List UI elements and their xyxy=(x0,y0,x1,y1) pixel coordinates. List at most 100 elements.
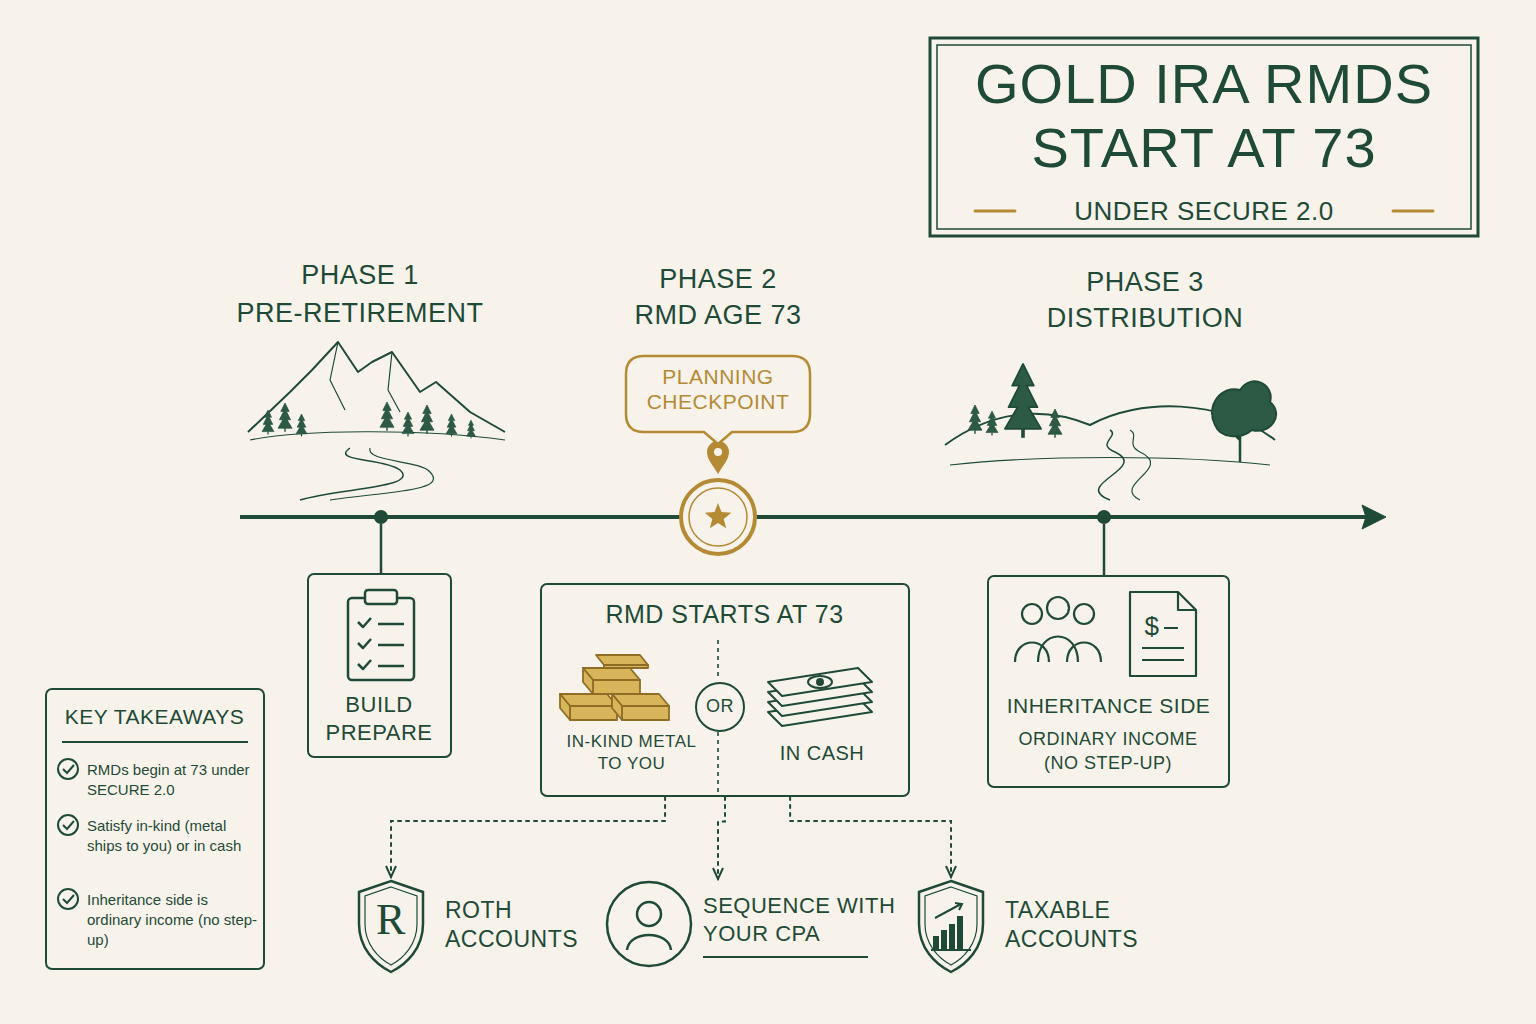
gold-bars-icon xyxy=(560,655,669,720)
account-shield: TAXABLE ACCOUNTS xyxy=(915,878,1150,978)
step-box: INHERITANCE SIDEORDINARY INCOME (NO STEP… xyxy=(987,575,1230,788)
step-box: BUILD PREPARE xyxy=(307,573,452,758)
bar-chart-icon xyxy=(957,916,963,950)
timeline-axis xyxy=(380,524,383,573)
gold-bars-icon xyxy=(622,706,669,720)
mountain-landscape xyxy=(300,448,403,500)
mountain-landscape xyxy=(446,414,457,437)
underline xyxy=(703,956,868,958)
gold-dash xyxy=(1393,210,1433,213)
people-icon xyxy=(1022,604,1042,624)
bar-chart-icon xyxy=(931,903,971,950)
bubble-outline xyxy=(626,356,810,444)
milestone-star xyxy=(681,480,755,554)
phase-name: RMD AGE 73 xyxy=(558,299,878,333)
clipboard-icon xyxy=(348,598,414,680)
callout-bubble: PLANNING CHECKPOINT xyxy=(622,352,814,447)
gold-dash xyxy=(975,210,1015,213)
mountain-landscape xyxy=(278,403,292,432)
gold-bars-icon xyxy=(593,680,640,694)
underline xyxy=(703,956,868,958)
location-pin xyxy=(714,448,722,456)
takeaways-rule xyxy=(62,741,248,743)
node-body: RMDs begin at 73 under SECURE 2.0 xyxy=(87,760,259,800)
timeline-axis xyxy=(374,510,388,524)
forest-landscape xyxy=(968,405,982,434)
node-heading: BUILD PREPARE xyxy=(309,691,449,746)
cash-stack-icon xyxy=(808,676,832,688)
timeline-axis xyxy=(240,515,1372,519)
dotted-connector xyxy=(718,797,725,879)
check-icon xyxy=(63,895,74,903)
person-icon xyxy=(627,935,671,950)
check-icon xyxy=(58,889,78,909)
node-body: ROTH ACCOUNTS xyxy=(445,896,585,954)
takeaways-box: KEY TAKEAWAYS RMDs begin at 73 under SECU… xyxy=(45,688,265,970)
gold-bars-icon xyxy=(596,655,648,665)
shield-inner xyxy=(925,887,977,965)
split-line xyxy=(717,732,719,795)
timeline-axis xyxy=(240,505,1386,575)
mountain-landscape xyxy=(330,448,434,500)
milestone-star xyxy=(689,488,747,546)
check-icon xyxy=(58,759,78,779)
check-icon xyxy=(58,759,78,909)
mountain-landscape xyxy=(380,402,394,431)
phase-number: PHASE 1 xyxy=(200,259,520,293)
people-icon xyxy=(1067,643,1101,663)
gold-bars-icon xyxy=(604,665,648,668)
mountain-landscape xyxy=(402,412,414,437)
phase-number: PHASE 2 xyxy=(558,263,878,297)
milestone-star xyxy=(705,503,732,528)
mountain-landscape xyxy=(248,342,505,432)
milestone-star xyxy=(681,480,755,554)
clipboard-icon xyxy=(365,590,397,604)
node-heading: SEQUENCE WITH YOUR CPA xyxy=(703,892,898,947)
node-body: IN CASH xyxy=(752,741,892,766)
node-heading: INHERITANCE SIDE xyxy=(991,693,1226,719)
node-heading: PLANNING CHECKPOINT xyxy=(638,364,798,414)
advisor-circle: SEQUENCE WITH YOUR CPA xyxy=(605,880,900,972)
timeline-axis xyxy=(1103,524,1106,575)
advisor-outline xyxy=(607,882,691,966)
forest-landscape xyxy=(1130,430,1151,500)
location-pin xyxy=(707,441,729,474)
cash-stack-icon xyxy=(768,668,872,696)
node-body: Satisfy in-kind (metal ships to you) or … xyxy=(87,816,259,856)
diagram-title: GOLD IRA RMDS START AT 73 xyxy=(935,52,1473,181)
mountain-landscape xyxy=(248,342,505,500)
currency-sign: $ xyxy=(1140,610,1164,643)
check-icon xyxy=(63,821,74,829)
phase-name: DISTRIBUTION xyxy=(985,302,1305,336)
document-icon xyxy=(1178,592,1196,610)
bar-chart-icon xyxy=(941,930,947,950)
dotted-connector xyxy=(790,797,951,877)
or-circle: OR xyxy=(695,682,745,732)
title-frame xyxy=(930,38,1478,236)
clipboard-icon xyxy=(348,590,414,680)
gold-bars-icon xyxy=(560,694,570,720)
node-heading: RMD STARTS AT 73 xyxy=(542,599,907,630)
bar-chart-icon xyxy=(949,924,955,950)
phase-number: PHASE 3 xyxy=(985,266,1305,300)
mountain-landscape xyxy=(330,342,400,412)
people-icon xyxy=(1074,604,1094,624)
mountain-landscape xyxy=(296,414,307,437)
mountain-landscape xyxy=(467,420,476,438)
forest-landscape xyxy=(945,364,1276,500)
split-line xyxy=(717,640,719,678)
document-icon xyxy=(1130,592,1196,676)
node-heading: OR xyxy=(697,695,743,718)
mountain-landscape xyxy=(262,410,274,435)
people-icon xyxy=(1047,597,1069,619)
timeline-axis xyxy=(1362,505,1386,529)
node-heading: KEY TAKEAWAYS xyxy=(47,704,262,730)
node-body: IN-KIND METAL TO YOU xyxy=(564,731,699,775)
process-box: RMD STARTS AT 73 IN-KIND METAL TO YOU IN C… xyxy=(540,583,910,797)
people-icon xyxy=(1015,597,1101,662)
check-icon xyxy=(58,815,78,835)
shield-outline xyxy=(919,881,983,972)
people-icon xyxy=(1015,643,1049,663)
timeline-axis xyxy=(1097,510,1111,524)
forest-landscape xyxy=(1098,430,1124,500)
